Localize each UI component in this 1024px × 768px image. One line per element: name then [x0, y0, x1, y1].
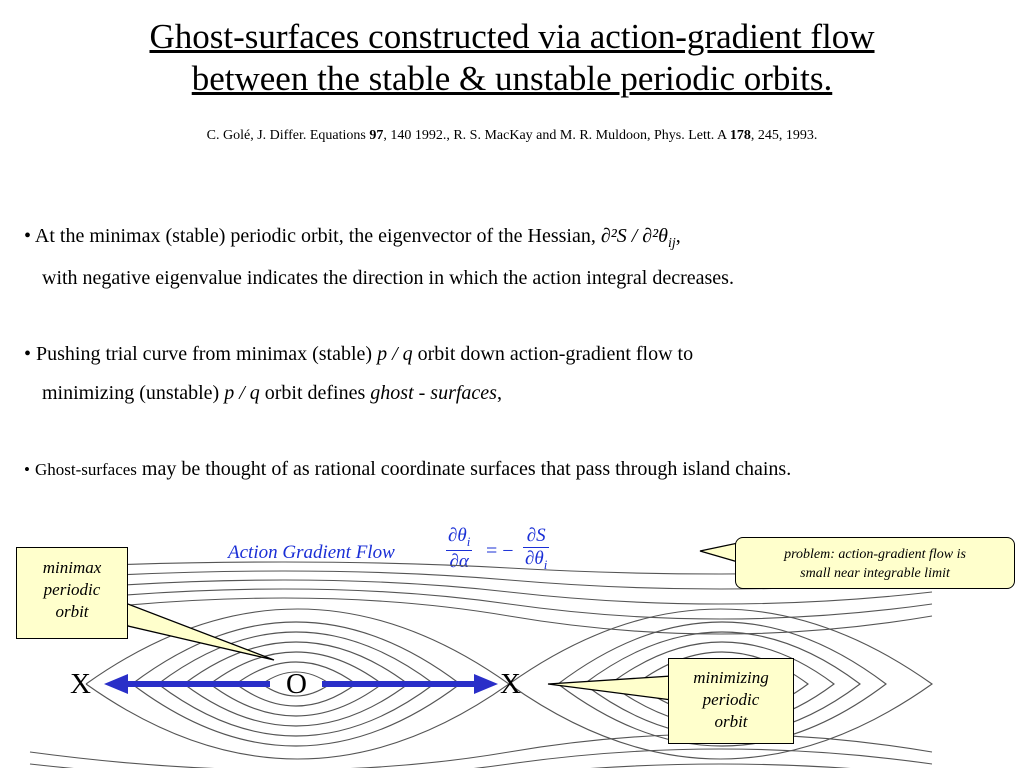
bullet-1-line-1: • At the minimax (stable) periodic orbit… [24, 225, 681, 251]
bullet-2-line-1: • Pushing trial curve from minimax (stab… [24, 342, 693, 366]
bullet-1-line-2: with negative eigenvalue indicates the d… [42, 267, 734, 289]
pq-symbol-2: p / q [224, 382, 260, 404]
gradient-flow-arrows [104, 674, 498, 694]
minimax-callout: minimax periodic orbit [16, 547, 128, 639]
bullet-2-line-2: minimizing (unstable) p / q orbit define… [42, 382, 502, 404]
bullet-2-text-c: minimizing (unstable) [42, 382, 220, 404]
problem-callout-line-1: problem: action-gradient flow is [784, 547, 966, 562]
equation-lhs-fraction: ∂θi ∂α [446, 525, 473, 573]
bullet-2-text-d: orbit defines [264, 382, 366, 404]
hessian-math: ∂²S / ∂²θ [600, 225, 668, 247]
title-line-2: between the stable & unstable periodic o… [191, 59, 833, 98]
equation-equals: = − [486, 540, 514, 562]
phase-space-contours [29, 561, 933, 768]
minimax-callout-line-1: minimax [42, 558, 102, 577]
bullet-3: • Ghost-surfaces may be thought of as ra… [24, 457, 791, 482]
reference-part-3: , 245, 1993. [750, 128, 818, 143]
pq-symbol: p / q [377, 343, 413, 365]
bullet-3-small: Ghost-surfaces [34, 460, 137, 479]
o-point-center: O [286, 668, 307, 700]
hessian-subscript: ij [668, 236, 676, 251]
x-point-left: X [70, 668, 91, 700]
problem-callout-pointer [699, 542, 739, 563]
reference-volume-1: 97 [369, 128, 384, 143]
minimizing-callout-line-3: orbit [714, 712, 748, 731]
bullet-dot: • [24, 343, 32, 365]
bullet-2-text-b: orbit down action-gradient flow to [417, 343, 694, 365]
minimizing-callout: minimizing periodic orbit [668, 658, 794, 744]
bullet-1-text: At the minimax (stable) periodic orbit, … [34, 225, 596, 247]
reference-part-1: C. Golé, J. Differ. Equations [206, 128, 370, 143]
ghost-surfaces-term: ghost - surfaces [370, 382, 497, 404]
minimax-callout-line-2: periodic [43, 580, 101, 599]
reference-line: C. Golé, J. Differ. Equations 97, 140 19… [0, 128, 1024, 144]
rhs-subscript: i [543, 556, 548, 572]
minimizing-callout-pointer [547, 675, 673, 701]
equation-rhs-fraction: ∂S ∂θi [523, 525, 550, 573]
minimax-callout-pointer [110, 596, 275, 661]
reference-part-2: , 140 1992., R. S. MacKay and M. R. Muld… [383, 128, 730, 143]
bullet-dot: • [24, 460, 30, 479]
page-title: Ghost-surfaces constructed via action-gr… [0, 16, 1024, 100]
bullet-dot: • [24, 225, 32, 247]
equation-label: Action Gradient Flow [228, 542, 395, 563]
lhs-numerator: ∂θ [448, 525, 467, 546]
problem-callout-line-2: small near integrable limit [800, 566, 950, 581]
minimizing-callout-line-1: minimizing [693, 668, 769, 687]
rhs-numerator: ∂S [526, 525, 546, 546]
bullet-3-text: may be thought of as rational coordinate… [141, 458, 792, 480]
problem-callout: problem: action-gradient flow is small n… [735, 537, 1015, 589]
lhs-denominator: ∂α [446, 549, 473, 573]
rhs-denominator: ∂θ [525, 548, 544, 569]
reference-volume-2: 178 [729, 128, 751, 143]
bullet-2-text-a: Pushing trial curve from minimax (stable… [36, 343, 373, 365]
lhs-subscript: i [466, 533, 471, 549]
minimizing-callout-line-2: periodic [702, 690, 760, 709]
x-point-right: X [500, 668, 521, 700]
title-line-1: Ghost-surfaces constructed via action-gr… [149, 17, 875, 56]
minimax-callout-line-3: orbit [55, 602, 89, 621]
